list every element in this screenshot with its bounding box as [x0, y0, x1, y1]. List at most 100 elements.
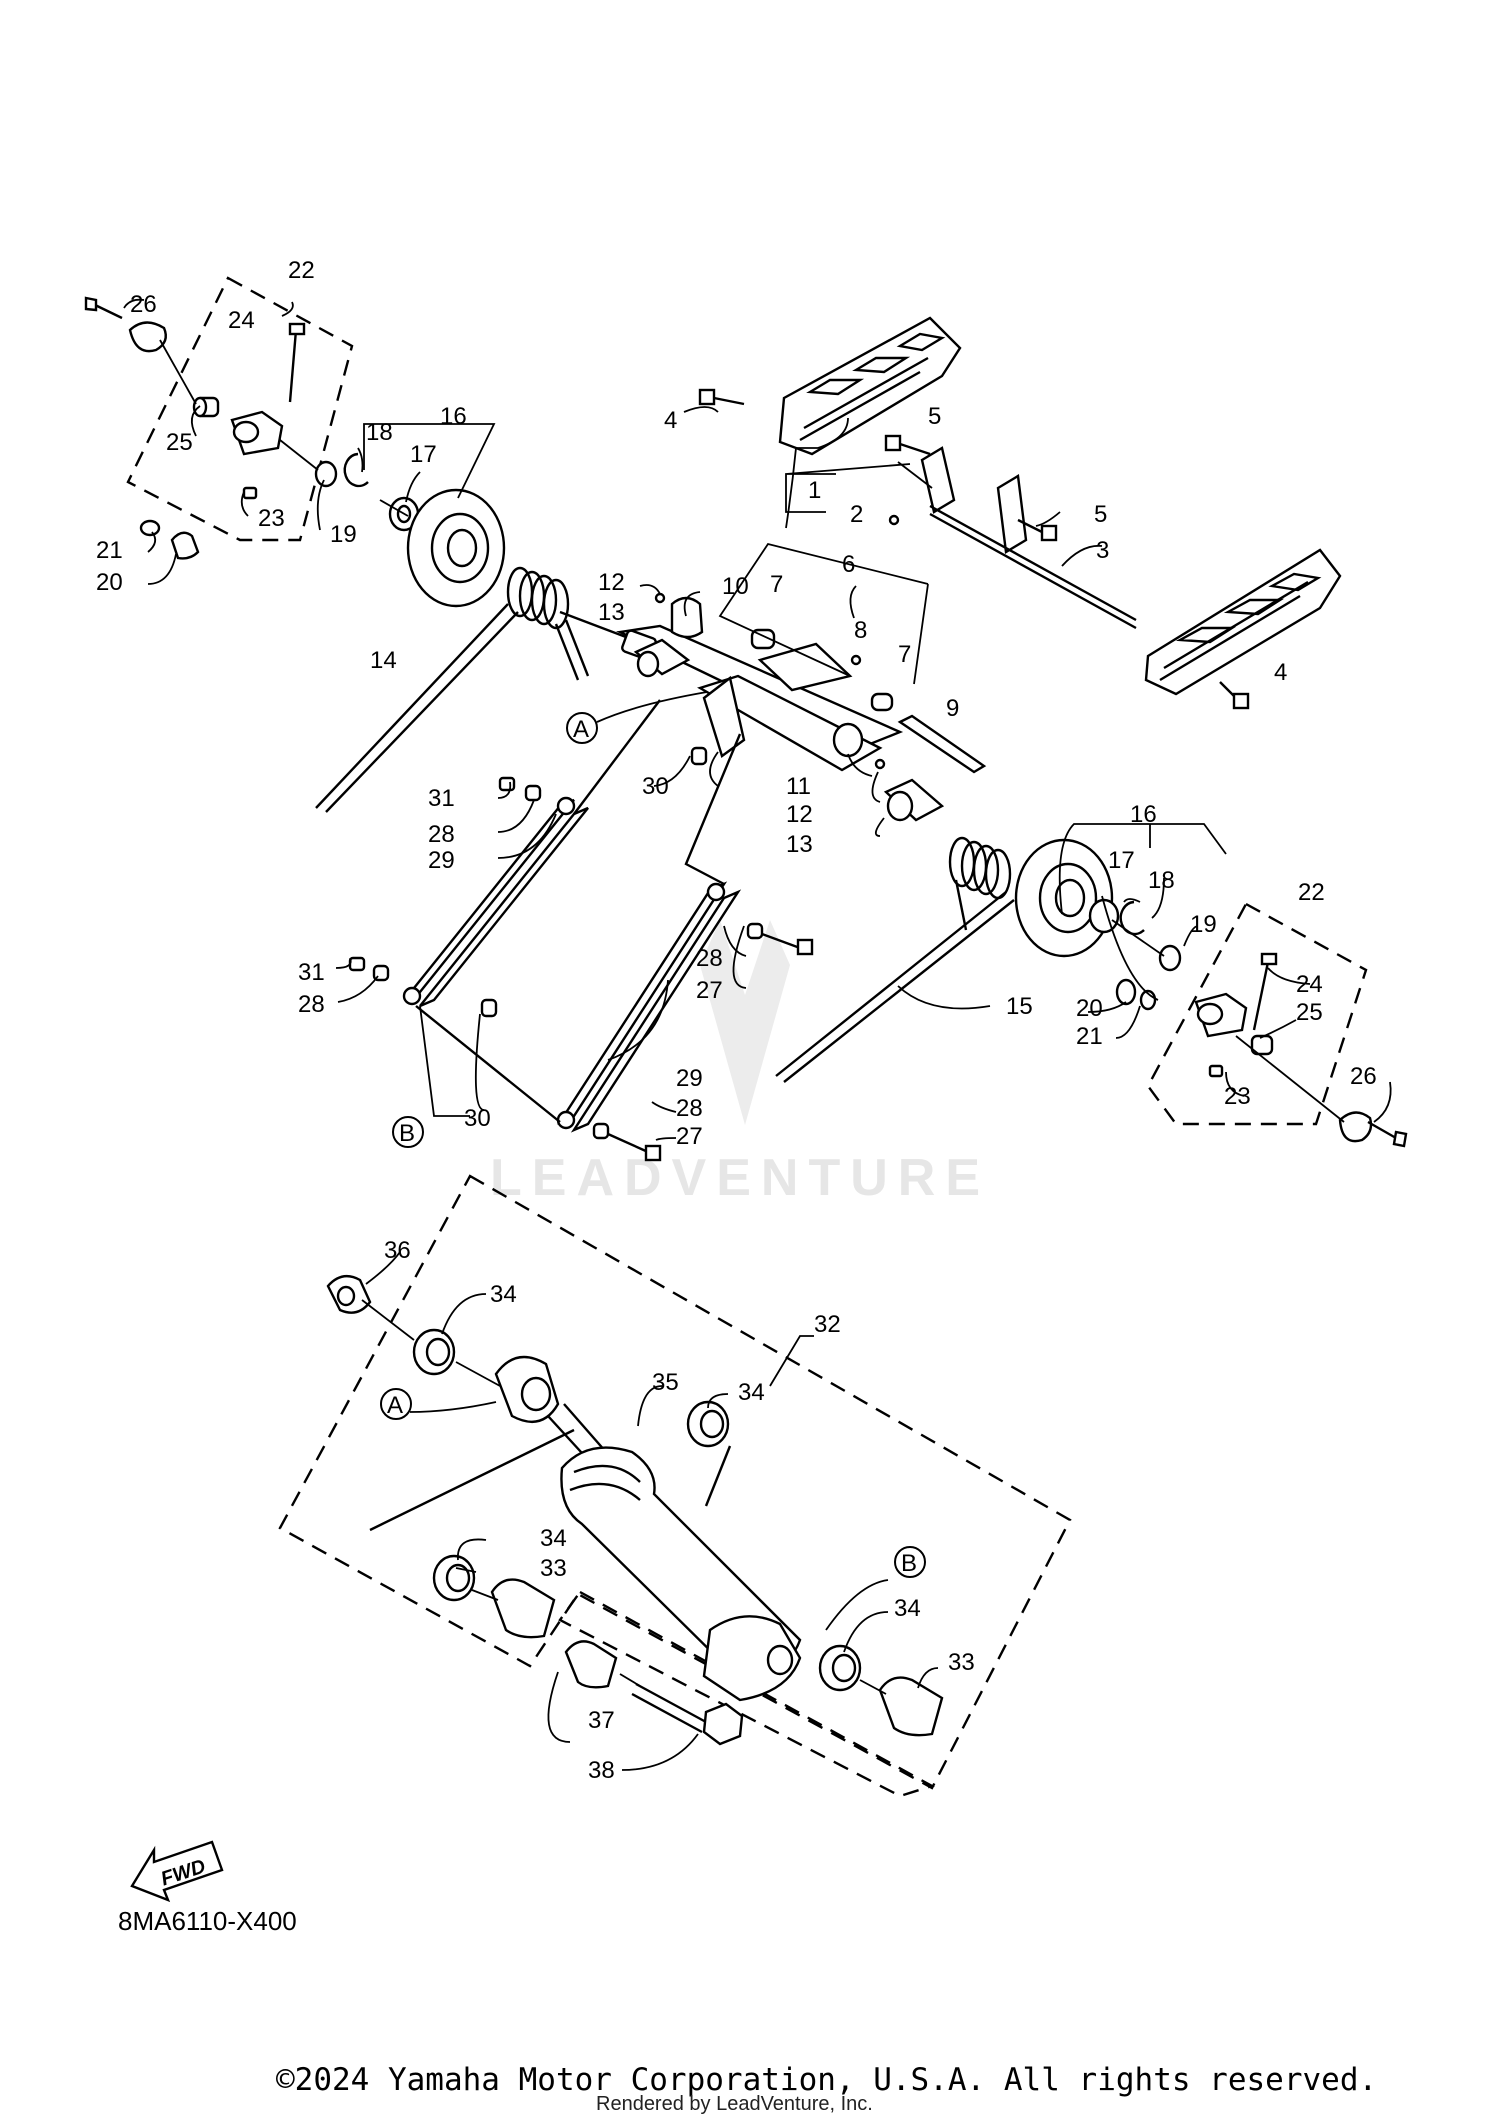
callout-18: 18: [1148, 867, 1175, 894]
callout-17: 17: [410, 441, 437, 468]
callout-26: 26: [130, 291, 157, 318]
callout-26: 26: [1350, 1063, 1377, 1090]
collar-28-upper: [524, 784, 542, 802]
rendered-by-note: Rendered by LeadVenture, Inc.: [596, 2093, 873, 2115]
pin-20-right: [1115, 978, 1157, 1011]
torsion-spring-14: [315, 566, 590, 813]
callout-24: 24: [1296, 971, 1323, 998]
callout-32: 32: [814, 1311, 841, 1338]
callout-23: 23: [1224, 1083, 1251, 1110]
callout-29: 29: [676, 1065, 703, 1092]
bushing-25-right: [1250, 1034, 1274, 1056]
callout-25: 25: [166, 429, 193, 456]
svg-text:A: A: [573, 716, 589, 743]
pin-30-lower: [480, 998, 498, 1018]
bolt-24-right: [1252, 952, 1278, 1031]
washer-19-right: [1158, 944, 1182, 972]
copyright-notice: ©2024 Yamaha Motor Corporation, U.S.A. A…: [276, 2062, 1377, 2098]
collar-33-right: [878, 1676, 944, 1737]
bushing-34-top: [412, 1328, 456, 1376]
bolt-27-lower: [592, 1122, 662, 1162]
kit-box-32: [278, 1174, 1072, 1790]
ref-mark-b-upper: B: [392, 1116, 424, 1148]
callout-23: 23: [258, 505, 285, 532]
bolt-27-upper: [746, 922, 814, 956]
rail-bracket-lower: [1144, 548, 1342, 696]
callout-24: 24: [228, 307, 255, 334]
callout-12: 12: [786, 801, 813, 828]
bolt-31-upper: [498, 776, 516, 792]
callout-30: 30: [642, 773, 669, 800]
callout-33: 33: [540, 1555, 567, 1582]
callout-34: 34: [540, 1525, 567, 1552]
bolt-26-left: [84, 296, 167, 353]
svg-text:B: B: [901, 1550, 917, 1577]
callout-12: 12: [598, 569, 625, 596]
collar-37: [564, 1640, 618, 1689]
callout-16: 16: [1130, 801, 1157, 828]
callout-28: 28: [428, 821, 455, 848]
callout-8: 8: [854, 617, 867, 644]
arm-block-left: [230, 410, 284, 456]
arm-block-right: [1194, 992, 1248, 1038]
callout-31: 31: [298, 959, 325, 986]
leader-lines: [123, 298, 1392, 1771]
callout-17: 17: [1108, 847, 1135, 874]
callout-20: 20: [96, 569, 123, 596]
callout-16: 16: [440, 403, 467, 430]
callout-21: 21: [1076, 1023, 1103, 1050]
bushing-34-left: [432, 1554, 476, 1602]
circlip-18-left: [343, 452, 369, 488]
link-arm-29-right: [556, 881, 742, 1133]
callout-21: 21: [96, 537, 123, 564]
nut-23-left: [242, 486, 258, 500]
shock-body-35: [547, 1403, 802, 1702]
callout-1: 1: [808, 477, 821, 504]
callout-19: 19: [1190, 911, 1217, 938]
bolt-4-upper: [698, 388, 745, 406]
callout-27: 27: [696, 977, 723, 1004]
kit-box-37-38: [558, 1590, 936, 1798]
callout-10: 10: [722, 573, 749, 600]
collar-13-upper: [633, 638, 691, 678]
callout-7: 7: [898, 641, 911, 668]
fwd-arrow-icon: FWD: [130, 1840, 224, 1903]
callout-29: 29: [428, 847, 455, 874]
bolt-5-left: [884, 434, 931, 456]
callout-33: 33: [948, 1649, 975, 1676]
callout-34: 34: [738, 1379, 765, 1406]
callout-6: 6: [842, 551, 855, 578]
pin-2: [888, 514, 900, 526]
callout-28: 28: [696, 945, 723, 972]
ref-mark-a-upper: A: [566, 691, 708, 744]
callout-5: 5: [928, 403, 941, 430]
svg-text:B: B: [399, 1120, 415, 1147]
shock-connector-lines: [369, 1428, 732, 1532]
collar-13-lower: [883, 778, 945, 822]
callout-35: 35: [652, 1369, 679, 1396]
callout-38: 38: [588, 1757, 615, 1784]
kit-box-22-left: [126, 276, 354, 542]
ref-mark-b-lower: B: [894, 1546, 926, 1578]
callout-5: 5: [1094, 501, 1107, 528]
washer-19-left: [314, 460, 338, 488]
shaft-9: [897, 714, 987, 774]
callout-22: 22: [288, 257, 315, 284]
bolt-4-lower: [1219, 681, 1250, 710]
shaft-3: [929, 504, 1137, 630]
rail-bracket-upper: [778, 316, 962, 456]
svg-text:A: A: [387, 1392, 403, 1419]
grease-nipple-12-top: [654, 592, 666, 604]
assembly-connector-lines: [415, 699, 742, 1123]
callout-28: 28: [298, 991, 325, 1018]
callout-11: 11: [786, 773, 811, 800]
bolt-38: [631, 1682, 744, 1746]
bolt-5-right: [1017, 518, 1058, 542]
callout-13: 13: [598, 599, 625, 626]
callout-18: 18: [366, 419, 393, 446]
nut-23-right: [1208, 1064, 1224, 1078]
callout-4: 4: [664, 407, 677, 434]
plate-1: [920, 446, 1028, 554]
torsion-spring-15: [775, 836, 1015, 1083]
